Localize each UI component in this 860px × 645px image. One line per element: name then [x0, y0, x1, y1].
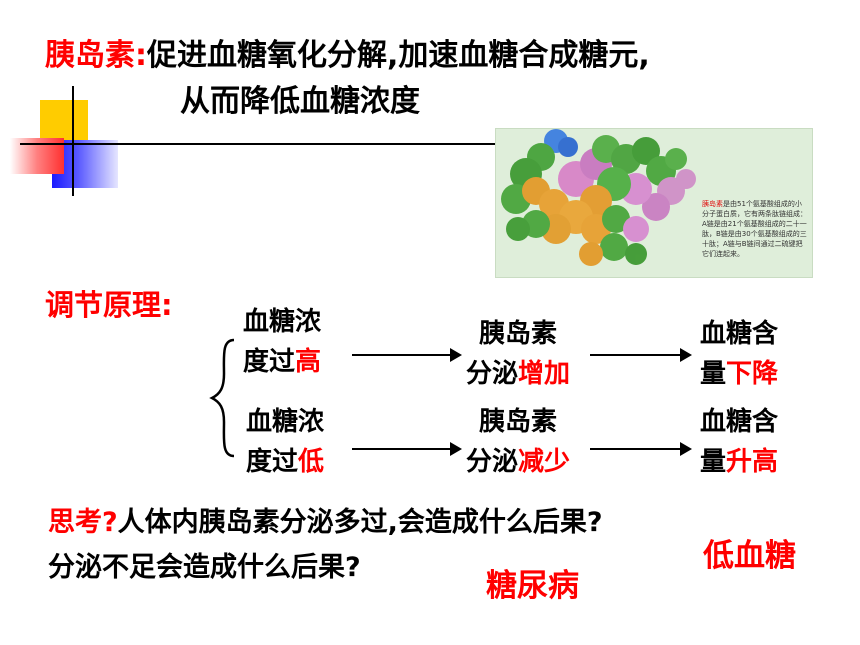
- insulin-label: 胰岛素:: [45, 38, 147, 73]
- row2-condition: 血糖浓 度过低: [246, 402, 324, 482]
- row2-result-line1: 血糖含: [700, 407, 779, 437]
- decor-horizontal-line: [20, 143, 495, 145]
- row1-result-line1: 血糖含: [700, 319, 779, 349]
- row1-arrow-2: [590, 348, 692, 362]
- row1-result-line2: 量下降: [700, 359, 779, 389]
- row1-condition-line2: 度过高: [243, 347, 322, 377]
- row1-effect: 胰岛素 分泌增加: [466, 314, 570, 394]
- row1-arrow-1: [352, 348, 462, 362]
- row1-condition: 血糖浓 度过高: [243, 302, 321, 382]
- insulin-protein-image: 胰岛素是由51个氨基酸组成的小分子蛋白质，它有两条肽链组成：A链是由21个氨基酸…: [495, 128, 813, 278]
- principle-label: 调节原理:: [45, 288, 173, 322]
- row2-effect-line2: 分泌减少: [466, 447, 571, 477]
- answer-diabetes: 糖尿病: [486, 568, 579, 604]
- row2-condition-line1: 血糖浓: [246, 407, 325, 437]
- thinking-question-1-text: 人体内胰岛素分泌多过,会造成什么后果?: [117, 507, 603, 538]
- decor-vertical-line: [72, 86, 74, 196]
- protein-caption: 胰岛素是由51个氨基酸组成的小分子蛋白质，它有两条肽链组成：A链是由21个氨基酸…: [702, 199, 807, 259]
- thinking-question-2: 分泌不足会造成什么后果?: [48, 552, 361, 583]
- row2-result: 血糖含 量升高: [700, 402, 778, 482]
- header-line-2: 从而降低血糖浓度: [180, 84, 420, 119]
- row2-result-line2: 量升高: [700, 447, 779, 477]
- header-line-1: 胰岛素:促进血糖氧化分解,加速血糖合成糖元,: [45, 30, 650, 74]
- row2-effect: 胰岛素 分泌减少: [466, 402, 570, 482]
- row2-condition-line2: 度过低: [246, 447, 325, 477]
- row2-arrow-1: [352, 442, 462, 456]
- row1-result: 血糖含 量下降: [700, 314, 778, 394]
- brace-symbol: [209, 338, 235, 458]
- thinking-label: 思考?: [48, 507, 118, 538]
- row1-condition-line1: 血糖浓: [243, 307, 322, 337]
- row1-effect-line2: 分泌增加: [466, 359, 571, 389]
- insulin-function-text: 促进血糖氧化分解,加速血糖合成糖元,: [147, 38, 650, 73]
- caption-text: 是由51个氨基酸组成的小分子蛋白质，它有两条肽链组成：A链是由21个氨基酸组成的…: [702, 200, 807, 258]
- row2-arrow-2: [590, 442, 692, 456]
- thinking-question-1: 思考?人体内胰岛素分泌多过,会造成什么后果?: [48, 500, 603, 539]
- row2-effect-line1: 胰岛素: [479, 407, 558, 437]
- answer-hypoglycemia: 低血糖: [703, 538, 796, 574]
- protein-structure-graphic: [501, 129, 696, 266]
- row1-effect-line1: 胰岛素: [479, 319, 558, 349]
- caption-highlight: 胰岛素: [702, 200, 723, 208]
